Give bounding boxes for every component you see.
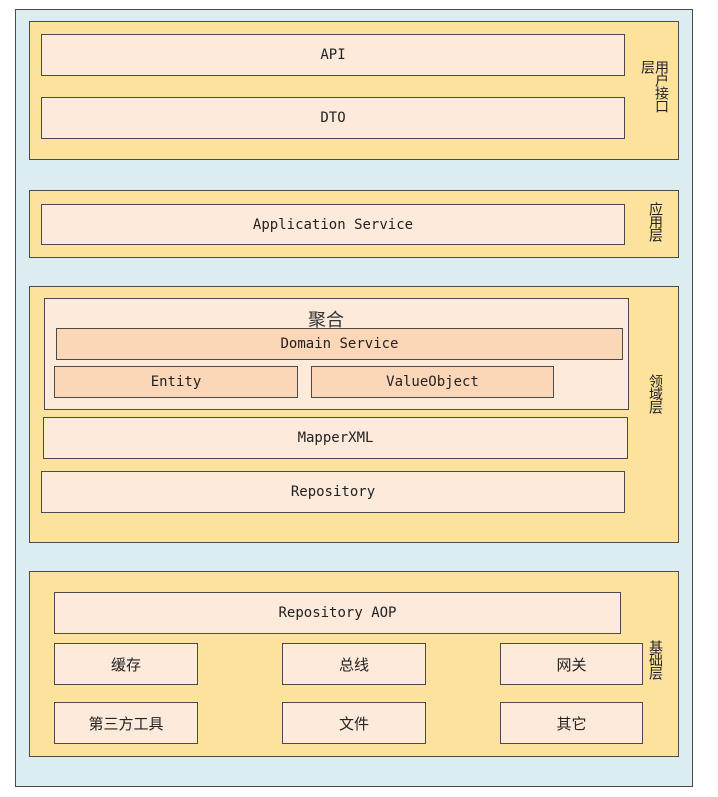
- application-service-box: Application Service: [41, 204, 625, 245]
- bus-box: 总线: [282, 643, 426, 685]
- cache-box: 缓存: [54, 643, 198, 685]
- application-layer-label: 应用层: [647, 202, 663, 241]
- mapper-xml-box: MapperXML: [43, 417, 628, 459]
- value-object-box: ValueObject: [311, 366, 554, 398]
- api-box: API: [41, 34, 625, 76]
- dto-box: DTO: [41, 97, 625, 139]
- file-box: 文件: [282, 702, 426, 744]
- third-party-tools-box: 第三方工具: [54, 702, 198, 744]
- domain-service-box: Domain Service: [56, 328, 623, 360]
- entity-box: Entity: [54, 366, 298, 398]
- aggregate-title: 聚合: [308, 310, 344, 331]
- repository-box: Repository: [41, 471, 625, 513]
- infrastructure-layer-label: 基础层: [647, 640, 663, 679]
- repository-aop-box: Repository AOP: [54, 592, 621, 634]
- gateway-box: 网关: [500, 643, 643, 685]
- user-interface-layer-label: 用户接口层: [639, 60, 669, 112]
- other-box: 其它: [500, 702, 643, 744]
- domain-layer-label: 领域层: [647, 374, 663, 413]
